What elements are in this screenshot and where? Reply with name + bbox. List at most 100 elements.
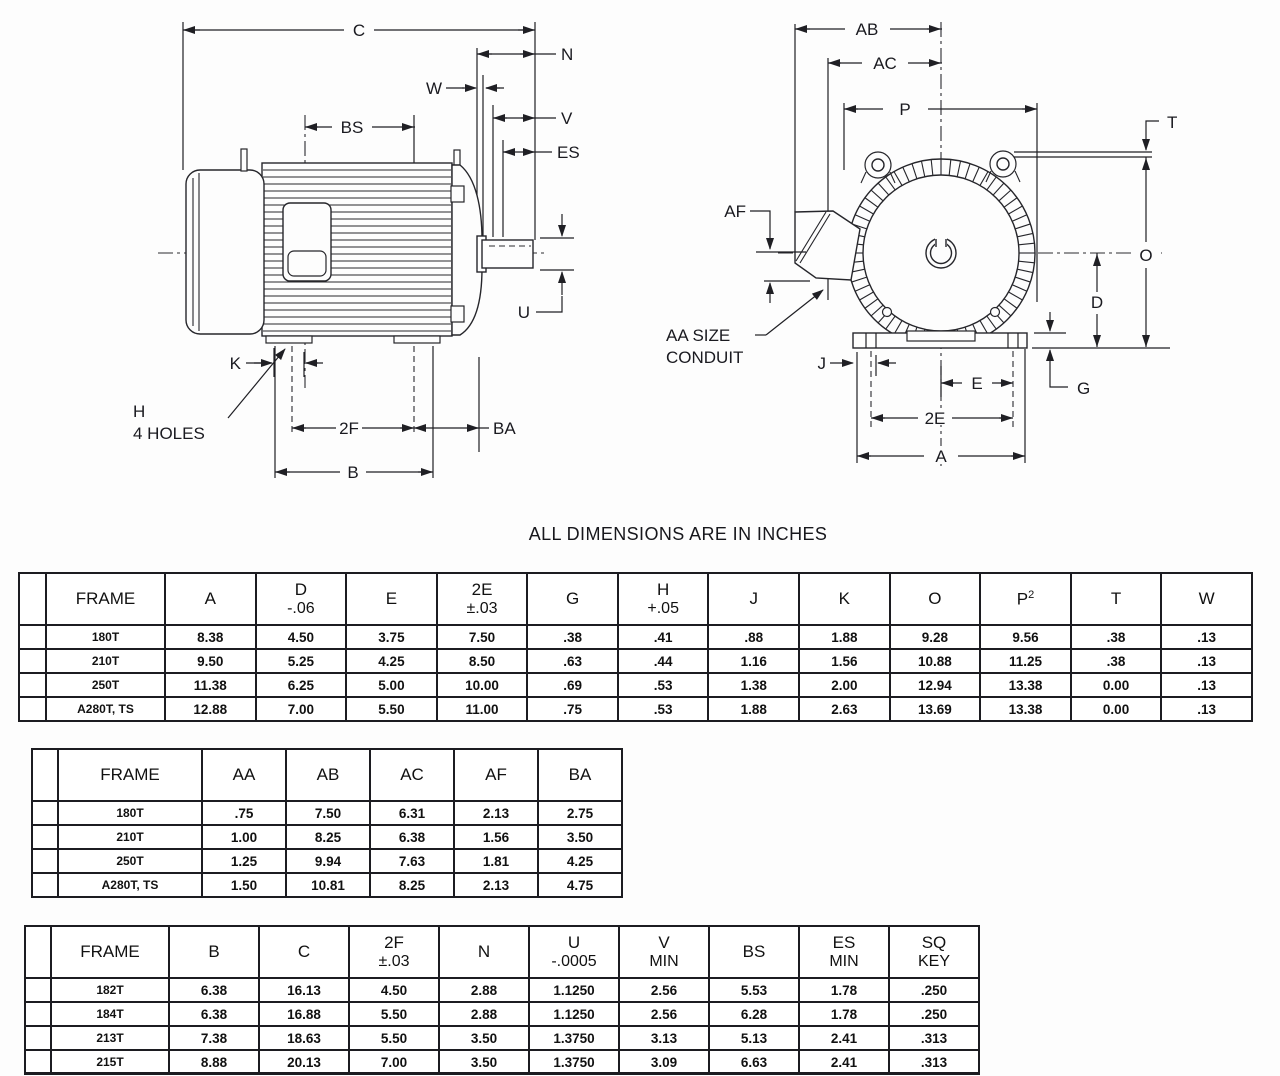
- value-cell: 0.00: [1069, 696, 1163, 722]
- value-cell: 3.50: [438, 1049, 530, 1075]
- value-cell: 2.00: [798, 672, 891, 698]
- value-cell: 1.3750: [528, 1025, 620, 1051]
- value-cell: 5.53: [708, 977, 800, 1003]
- value-cell: 6.38: [168, 1001, 260, 1027]
- dim-label-a: A: [935, 447, 947, 466]
- column-header: BA: [537, 748, 623, 802]
- value-cell: 4.50: [348, 977, 440, 1003]
- value-cell: 8.25: [369, 872, 455, 898]
- value-cell: 1.00: [201, 824, 287, 850]
- value-cell: 2.56: [618, 977, 710, 1003]
- row-margin-cell: [24, 977, 52, 1003]
- dim-label-4holes: 4 HOLES: [133, 424, 205, 443]
- value-cell: 3.09: [618, 1049, 710, 1075]
- column-header: B: [168, 925, 260, 979]
- column-header: E: [345, 572, 438, 626]
- column-header: A: [164, 572, 257, 626]
- frame-cell: 182T: [50, 977, 170, 1003]
- dim-label-g: G: [1077, 379, 1090, 398]
- row-margin-cell: [24, 1025, 52, 1051]
- value-cell: .13: [1160, 696, 1253, 722]
- dim-label-2e: 2E: [925, 409, 946, 428]
- column-header: FRAME: [57, 748, 203, 802]
- value-cell: 20.13: [258, 1049, 350, 1075]
- value-cell: 2.63: [798, 696, 891, 722]
- row-margin-cell: [18, 648, 47, 674]
- value-cell: 7.38: [168, 1025, 260, 1051]
- table-corner-cell: [18, 572, 47, 626]
- dim-label-k: K: [230, 354, 242, 373]
- row-margin-cell: [24, 1049, 52, 1075]
- value-cell: .313: [888, 1025, 980, 1051]
- dim-label-o: O: [1139, 246, 1152, 265]
- value-cell: 4.75: [537, 872, 623, 898]
- column-header: K: [798, 572, 891, 626]
- value-cell: .313: [888, 1049, 980, 1075]
- dimension-drawing: C N W V ES BS U K: [133, 20, 1177, 482]
- row-margin-cell: [31, 824, 59, 850]
- column-header: C: [258, 925, 350, 979]
- dim-label-e: E: [971, 374, 982, 393]
- column-header: J: [707, 572, 801, 626]
- value-cell: 2.41: [798, 1049, 890, 1075]
- value-cell: 1.88: [798, 624, 891, 650]
- column-header: 2E±.03: [435, 572, 529, 626]
- frame-cell: 180T: [57, 800, 203, 826]
- dim-label-t: T: [1167, 113, 1177, 132]
- row-margin-cell: [31, 872, 59, 898]
- value-cell: 5.50: [345, 696, 438, 722]
- value-cell: 11.00: [435, 696, 529, 722]
- value-cell: 9.94: [285, 848, 371, 874]
- value-cell: .75: [201, 800, 287, 826]
- column-header: AF: [453, 748, 539, 802]
- value-cell: 1.56: [798, 648, 891, 674]
- value-cell: 4.25: [537, 848, 623, 874]
- value-cell: 2.88: [438, 977, 530, 1003]
- value-cell: 10.00: [435, 672, 529, 698]
- frame-cell: 184T: [50, 1001, 170, 1027]
- column-header: AB: [285, 748, 371, 802]
- column-header: T: [1069, 572, 1163, 626]
- dim-label-2f: 2F: [339, 419, 359, 438]
- dim-label-c: C: [353, 21, 365, 40]
- dim-label-p: P: [899, 100, 910, 119]
- frame-cell: 250T: [45, 672, 166, 698]
- value-cell: 8.50: [435, 648, 529, 674]
- column-header: 2F±.03: [348, 925, 440, 979]
- value-cell: .53: [616, 672, 710, 698]
- dim-label-af: AF: [724, 202, 746, 221]
- column-header: FRAME: [45, 572, 166, 626]
- value-cell: 5.50: [348, 1025, 440, 1051]
- value-cell: 6.25: [254, 672, 348, 698]
- value-cell: 1.1250: [528, 977, 620, 1003]
- frame-cell: 210T: [57, 824, 203, 850]
- value-cell: 6.28: [708, 1001, 800, 1027]
- value-cell: 13.38: [979, 696, 1072, 722]
- value-cell: 5.25: [254, 648, 348, 674]
- value-cell: 2.13: [453, 872, 539, 898]
- table-corner-cell: [24, 925, 52, 979]
- dim-label-ab: AB: [856, 20, 879, 39]
- column-header: G: [526, 572, 619, 626]
- value-cell: 1.38: [707, 672, 801, 698]
- value-cell: 1.81: [453, 848, 539, 874]
- value-cell: .13: [1160, 648, 1253, 674]
- dim-label-w: W: [426, 79, 442, 98]
- frame-cell: A280T, TS: [57, 872, 203, 898]
- value-cell: 2.56: [618, 1001, 710, 1027]
- value-cell: 1.56: [453, 824, 539, 850]
- value-cell: 13.38: [979, 672, 1072, 698]
- value-cell: 16.13: [258, 977, 350, 1003]
